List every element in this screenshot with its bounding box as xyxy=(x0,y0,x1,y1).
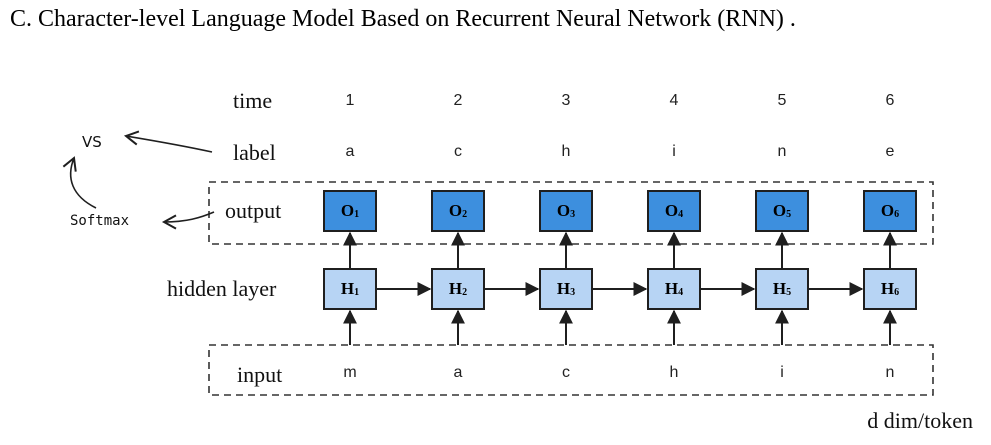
time-step: 6 xyxy=(885,92,895,109)
row-label-time: time xyxy=(233,88,273,113)
label-char: i xyxy=(672,143,676,160)
row-label-hidden-layer: hidden layer xyxy=(167,276,277,301)
input-char: i xyxy=(780,364,784,381)
vs-annotation: VS xyxy=(82,133,102,151)
time-step: 1 xyxy=(345,92,355,109)
label-char: c xyxy=(454,143,462,160)
input-char: c xyxy=(562,364,570,381)
input-group-outline xyxy=(208,344,934,396)
time-step: 5 xyxy=(777,92,787,109)
input-char: m xyxy=(343,364,357,381)
softmax-to-vs-arrow xyxy=(62,156,97,209)
label-char: h xyxy=(561,143,571,160)
output-to-softmax-arrow xyxy=(161,211,215,230)
time-step: 3 xyxy=(561,92,571,109)
row-label-label: label xyxy=(233,140,276,165)
time-step: 2 xyxy=(453,92,463,109)
output-group-outline xyxy=(208,181,934,245)
row-label-input: input xyxy=(237,362,283,387)
softmax-annotation: Softmax xyxy=(70,213,130,229)
input-char: a xyxy=(453,364,463,381)
label-char: e xyxy=(885,143,895,160)
input-char: n xyxy=(885,364,895,381)
label-char: n xyxy=(777,143,787,160)
input-char: h xyxy=(669,364,679,381)
dim-per-token-note: d dim/token xyxy=(867,408,973,433)
time-step: 4 xyxy=(669,92,679,109)
label-char: a xyxy=(345,143,355,160)
page-title: C. Character-level Language Model Based … xyxy=(10,6,796,32)
label-to-vs-arrow xyxy=(123,130,213,153)
row-label-output: output xyxy=(225,198,282,223)
